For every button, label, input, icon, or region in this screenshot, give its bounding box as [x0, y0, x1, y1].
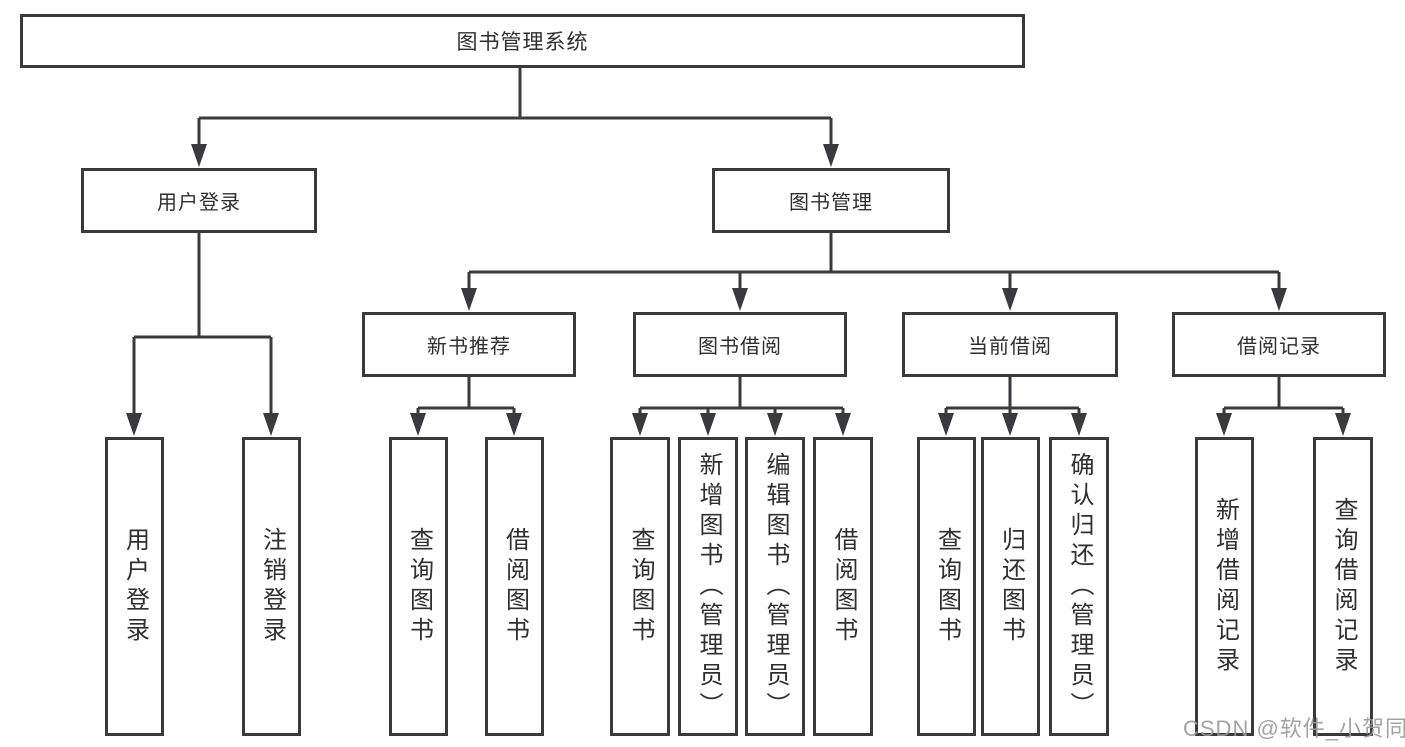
node-library-management-system: 图书管理系统	[20, 14, 1025, 68]
leaf-edit-book-admin: 编辑图书（管理员）	[745, 437, 805, 736]
node-label: 查询图书	[627, 526, 654, 647]
leaf-query-books-current: 查询图书	[917, 437, 976, 736]
node-label: 用户登录	[121, 526, 149, 647]
node-label: 新增图书（管理员）	[695, 451, 722, 722]
node-borrow-records: 借阅记录	[1172, 312, 1386, 377]
leaf-confirm-return-admin: 确认归还（管理员）	[1049, 437, 1109, 736]
node-label: 归还图书	[997, 526, 1025, 647]
node-label: 借阅图书	[830, 526, 857, 647]
node-label: 确认归还（管理员）	[1066, 451, 1093, 722]
leaf-return-book: 归还图书	[981, 437, 1040, 736]
leaf-add-book-admin: 新增图书（管理员）	[678, 437, 738, 736]
node-book-management: 图书管理	[712, 168, 950, 233]
node-label: 查询图书	[933, 526, 961, 647]
node-label: 图书管理系统	[456, 31, 589, 54]
leaf-query-books-borrow: 查询图书	[610, 437, 670, 736]
node-label: 用户登录	[157, 192, 241, 214]
node-current-borrow: 当前借阅	[902, 312, 1118, 377]
leaf-query-books-recommend: 查询图书	[389, 437, 448, 736]
leaf-user-login: 用户登录	[105, 437, 164, 736]
node-book-borrow: 图书借阅	[633, 312, 847, 377]
node-label: 新增借阅记录	[1211, 496, 1239, 677]
leaf-borrow-books-recommend: 借阅图书	[485, 437, 544, 736]
leaf-query-borrow-record: 查询借阅记录	[1313, 437, 1373, 736]
node-label: 编辑图书（管理员）	[762, 451, 789, 722]
node-label: 新书推荐	[427, 336, 511, 358]
node-user-login: 用户登录	[81, 168, 317, 233]
node-label: 查询图书	[405, 526, 433, 647]
watermark: CSDN @软件_小贺同学	[1183, 716, 1405, 741]
leaf-logout: 注销登录	[242, 437, 301, 736]
arrowheads	[126, 144, 1351, 436]
leaf-add-borrow-record: 新增借阅记录	[1195, 437, 1254, 736]
node-label: 借阅图书	[501, 526, 529, 647]
node-label: 借阅记录	[1237, 336, 1321, 358]
node-label: 图书借阅	[698, 336, 782, 358]
node-new-book-recommend: 新书推荐	[362, 312, 576, 377]
leaf-borrow-books: 借阅图书	[813, 437, 873, 736]
node-label: 查询借阅记录	[1330, 496, 1357, 677]
node-label: 图书管理	[789, 192, 873, 214]
node-label: 注销登录	[258, 526, 286, 647]
node-label: 当前借阅	[968, 336, 1052, 358]
